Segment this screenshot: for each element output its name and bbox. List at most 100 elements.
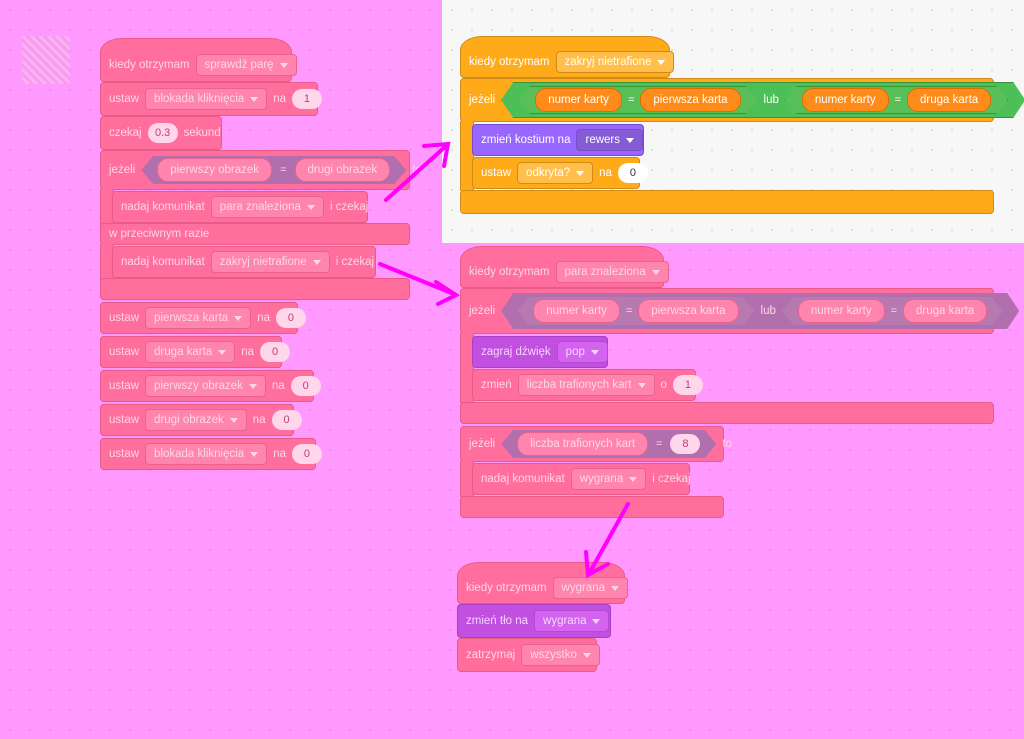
if-block[interactable]: jeżeli numer karty = pierwsza karta lub … [460,288,994,334]
stop-block[interactable]: zatrzymaj wszystko [457,638,600,672]
variable-dropdown[interactable]: pierwszy obrazek [145,375,266,397]
first-image-reporter[interactable]: pierwszy obrazek [157,158,272,182]
sprite-thumbnail[interactable] [22,36,70,84]
na-label: na [271,380,285,392]
broadcast-wait-block[interactable]: nadaj komunikat para znaleziona i czekaj [112,191,368,223]
if-bottom [460,496,724,518]
equals-condition-1[interactable]: numer karty = pierwsza karta [517,297,754,325]
value-input[interactable]: 0 [617,163,648,183]
variable-dropdown[interactable]: blokada kliknięcia [145,443,268,465]
if-label: jeżeli [469,438,496,450]
switch-costume-block[interactable]: zmień kostium na rewers [472,124,644,156]
else-label-row: w przeciwnym razie [100,223,410,245]
hat-block[interactable]: kiedy otrzymam zakryj nietrafione [460,36,675,78]
equals-condition-1[interactable]: numer karty = pierwsza karta [518,86,757,114]
hat-block[interactable]: kiedy otrzymam wygrana [457,562,628,604]
variable-dropdown[interactable]: drugi obrazek [145,409,247,431]
set-block[interactable]: ustaw druga karta na 0 [100,336,291,368]
message-dropdown[interactable]: para znaleziona [210,196,324,218]
wait-label: czekaj [109,127,142,139]
message-dropdown[interactable]: wygrana [552,577,628,599]
variable-dropdown[interactable]: odkryta? [517,162,594,184]
value-input[interactable]: 0 [291,444,322,464]
first-card-reporter[interactable]: pierwsza karta [640,88,740,112]
message-dropdown[interactable]: zakryj nietrafione [555,51,675,73]
backdrop-dropdown[interactable]: wygrana [534,610,610,632]
set-block[interactable]: ustaw pierwsza karta na 0 [100,302,306,334]
variable-dropdown[interactable]: druga karta [145,341,236,363]
second-card-reporter[interactable]: druga karta [903,299,987,323]
hat-label: kiedy otrzymam [469,266,550,278]
broadcast-wait-block[interactable]: nadaj komunikat zakryj nietrafione i cze… [112,246,376,278]
na-label: na [273,93,286,105]
or-condition[interactable]: numer karty = pierwsza karta lub numer k… [501,293,1019,329]
first-card-reporter[interactable]: pierwsza karta [638,299,738,323]
value-input[interactable]: 1 [291,89,322,109]
and-wait-label: i czekaj [329,201,369,213]
hat-label: kiedy otrzymam [109,59,190,71]
value-input[interactable]: 8 [670,434,700,454]
message-dropdown[interactable]: para znaleziona [555,261,669,283]
equals-condition[interactable]: liczba trafionych kart = 8 [501,430,716,458]
if-arm [460,333,474,403]
hat-label: kiedy otrzymam [466,582,547,594]
variable-dropdown[interactable]: blokada kliknięcia [145,88,268,110]
variable-dropdown[interactable]: liczba trafionych kart [517,374,655,396]
sound-dropdown[interactable]: pop [556,341,608,363]
message-dropdown[interactable]: zakryj nietrafione [210,251,330,273]
if-label: jeżeli [469,305,496,317]
value-input[interactable]: 0 [275,308,306,328]
set-label: ustaw [109,93,140,105]
set-block[interactable]: ustaw pierwszy obrazek na 0 [100,370,321,402]
hits-count-reporter[interactable]: liczba trafionych kart [517,432,648,456]
equals-condition[interactable]: pierwszy obrazek = drugi obrazek [141,156,406,184]
hat-block[interactable]: kiedy otrzymam para znaleziona [460,246,669,288]
set-label: ustaw [109,346,140,358]
set-block[interactable]: ustaw blokada kliknięcia na 1 [100,82,322,116]
switch-backdrop-block[interactable]: zmień tło na wygrana [457,604,611,638]
stop-dropdown[interactable]: wszystko [521,644,600,666]
value-input[interactable]: 0 [260,342,291,362]
change-variable-block[interactable]: zmień liczba trafionych kart o 1 [472,369,703,401]
value-input[interactable]: 0 [290,376,321,396]
stop-label: zatrzymaj [466,649,516,661]
if-block[interactable]: jeżeli liczba trafionych kart = 8 to [460,426,732,462]
set-block[interactable]: ustaw drugi obrazek na 0 [100,404,302,436]
card-number-reporter[interactable]: numer karty [535,88,622,112]
if-label: jeżeli [109,164,136,176]
na-label: na [257,312,270,324]
message-dropdown[interactable]: sprawdź parę [195,54,297,76]
or-condition[interactable]: numer karty = pierwsza karta lub numer k… [501,82,1024,118]
costume-dropdown[interactable]: rewers [576,129,643,151]
value-input[interactable]: 0 [271,410,302,430]
na-label: na [252,414,266,426]
value-input[interactable]: 1 [672,375,703,395]
equals-sign: = [656,438,663,450]
if-else-block[interactable]: jeżeli pierwszy obrazek = drugi obrazek … [100,150,422,190]
set-block[interactable]: ustaw blokada kliknięcia na 0 [100,438,322,470]
card-number-reporter[interactable]: numer karty [798,299,885,323]
set-label: ustaw [481,167,512,179]
or-label: lub [763,94,779,106]
change-label: zmień [481,379,512,391]
broadcast-label: nadaj komunikat [121,256,205,268]
set-block[interactable]: ustaw odkryta? na 0 [472,157,648,189]
play-sound-block[interactable]: zagraj dźwięk pop [472,336,608,368]
equals-condition-2[interactable]: numer karty = druga karta [782,297,1003,325]
if-else-bottom [100,278,410,300]
wait-input[interactable]: 0.3 [147,123,178,143]
second-card-reporter[interactable]: druga karta [907,88,991,112]
message-dropdown[interactable]: wygrana [570,468,647,490]
hat-block[interactable]: kiedy otrzymam sprawdź parę [100,38,297,82]
second-image-reporter[interactable]: drugi obrazek [295,158,391,182]
wait-block[interactable]: czekaj 0.3 sekund [100,116,222,150]
broadcast-wait-block[interactable]: nadaj komunikat wygrana i czekaj [472,463,691,495]
na-label: na [273,448,286,460]
equals-condition-2[interactable]: numer karty = druga karta [785,86,1008,114]
by-label: o [660,379,667,391]
if-block[interactable]: jeżeli numer karty = pierwsza karta lub … [460,78,994,122]
card-number-reporter[interactable]: numer karty [533,299,620,323]
card-number-reporter[interactable]: numer karty [802,88,889,112]
set-label: ustaw [109,448,140,460]
variable-dropdown[interactable]: pierwsza karta [145,307,252,329]
